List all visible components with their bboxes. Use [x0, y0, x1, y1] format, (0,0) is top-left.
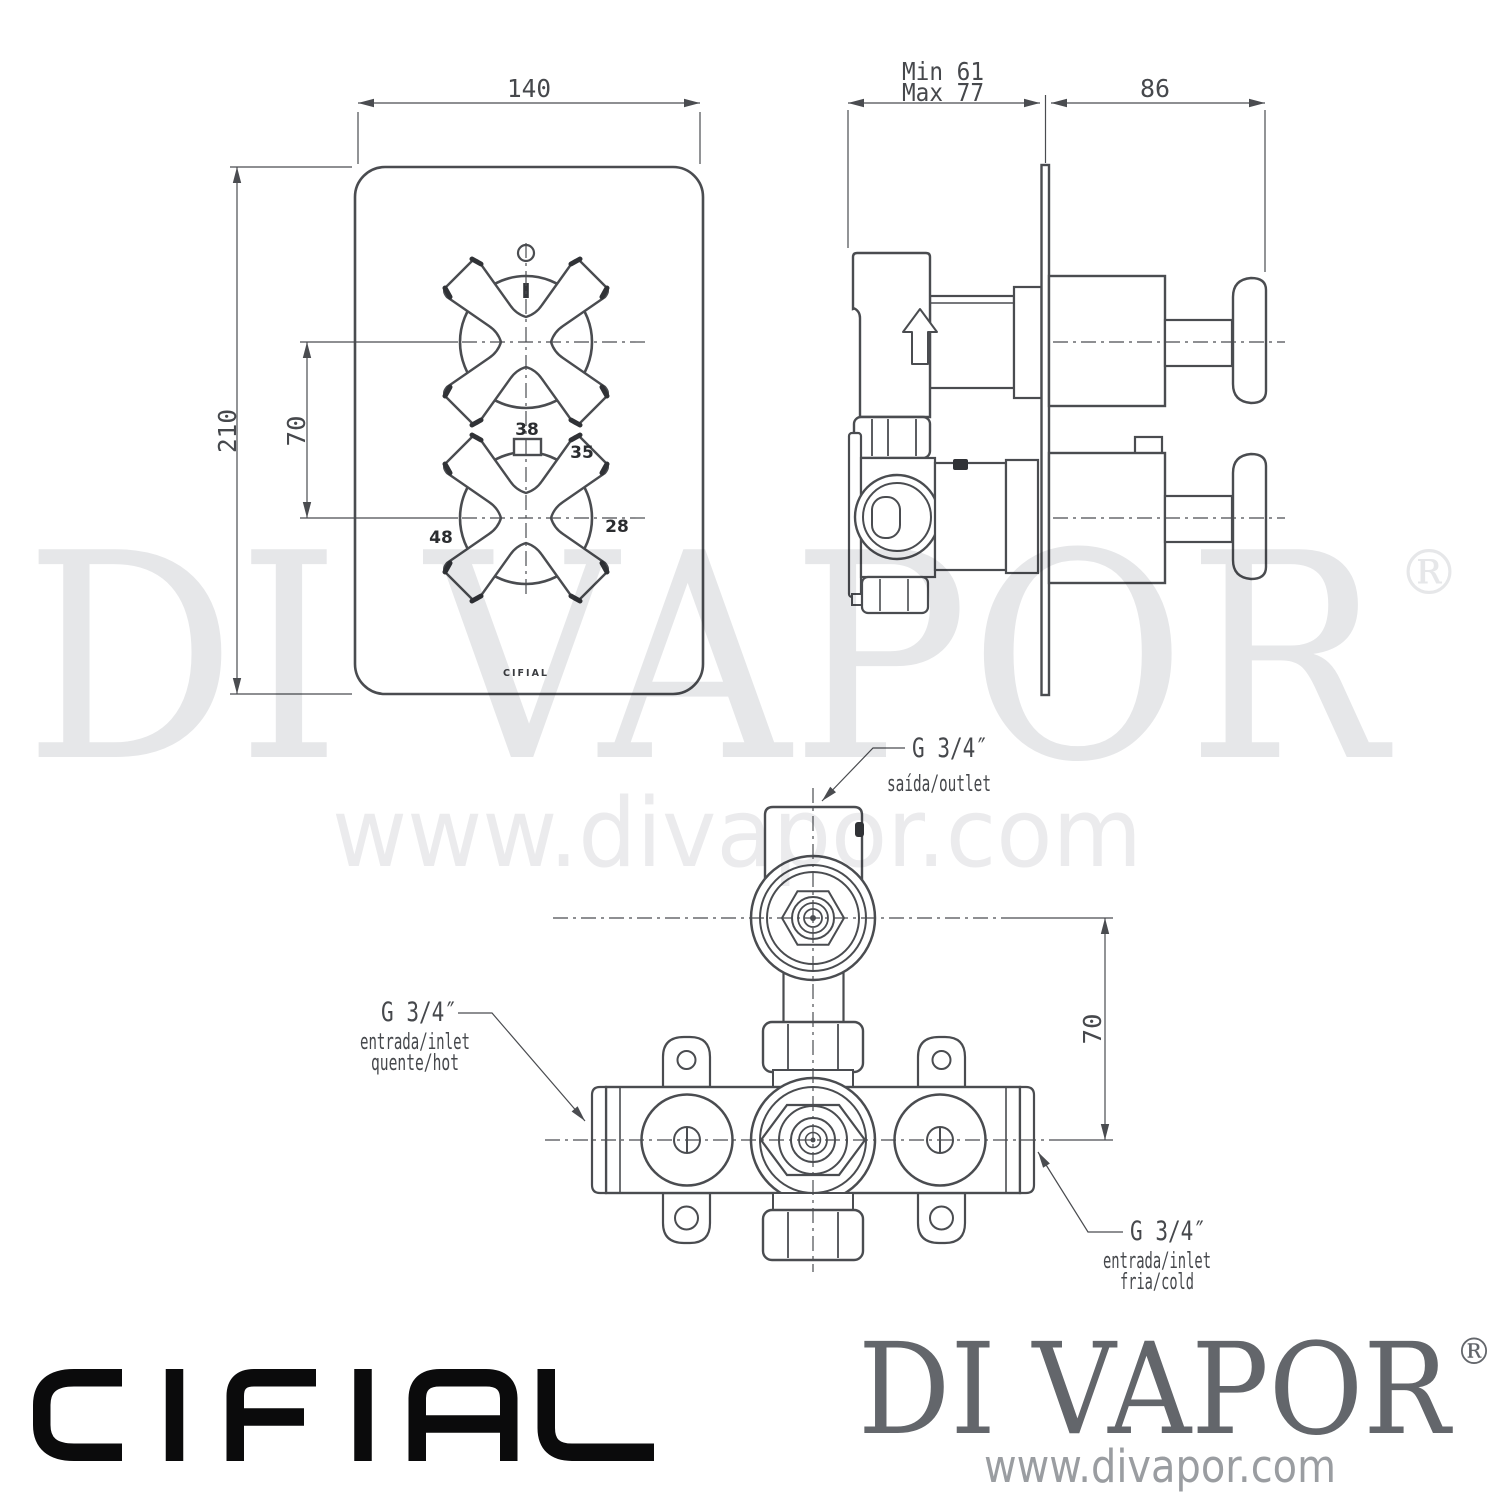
dim-port-spacing-70	[1100, 918, 1110, 1140]
dim-spacing-70	[300, 341, 458, 519]
side-centerlines	[1053, 341, 1285, 519]
dim-height-label: 210	[213, 409, 242, 453]
cold-thread-label: G 3/4″	[1130, 1216, 1206, 1247]
faceplate-side	[1040, 163, 1051, 697]
temp-38: 38	[515, 420, 539, 440]
hot-inlet-label-1: entrada/inlet	[360, 1030, 470, 1055]
dim-recess-max-label: Max 77	[902, 78, 984, 107]
hot-inlet-label-2: quente/hot	[371, 1051, 459, 1076]
union-nut-upper	[852, 415, 932, 460]
bottom-view: 70 G 3/4″ saída/outlet G 3/4″ entrada/in…	[360, 733, 1211, 1295]
temp-48: 48	[429, 528, 453, 548]
handle-index-mark	[523, 283, 529, 298]
side-handles	[1047, 274, 1268, 585]
temp-28: 28	[605, 517, 629, 537]
faceplate	[353, 165, 705, 696]
outlet-thread-label: G 3/4″	[912, 733, 988, 764]
divapor-url: www.divapor.com	[984, 1440, 1336, 1493]
temp-35: 35	[570, 443, 594, 463]
dim-width-140	[357, 98, 701, 164]
cifial-logo	[33, 1369, 654, 1461]
cold-inlet-leader	[1037, 1151, 1123, 1233]
cold-inlet-label-1: entrada/inlet	[1103, 1249, 1211, 1274]
cold-inlet-label-2: fria/cold	[1120, 1270, 1194, 1295]
hot-inlet-leader	[458, 1012, 586, 1122]
dim-height-210	[230, 166, 352, 695]
front-centerlines	[462, 243, 650, 594]
footer: DI VAPOR ® www.divapor.com	[33, 1316, 1492, 1493]
flow-direction-arrow-icon	[902, 308, 938, 365]
hot-inlet-port	[590, 1085, 608, 1195]
dim-recess-min-label: Min 61	[902, 57, 984, 86]
side-view: Min 61 Max 77 86	[847, 57, 1285, 697]
mounting-ears	[661, 1035, 967, 1245]
outlet-leader	[821, 747, 905, 802]
handle-tip-chamfers	[442, 256, 610, 428]
union-nut-lower	[860, 575, 930, 615]
inwall-body	[847, 251, 1043, 615]
dim-recess	[847, 95, 1266, 272]
set-screw	[953, 459, 968, 470]
dim-spacing-label: 70	[282, 416, 311, 447]
temperature-scale: 38 35 28 48	[429, 420, 629, 548]
outlet-name-label: saída/outlet	[887, 772, 991, 797]
dim-width-label: 140	[507, 74, 551, 103]
dim-port-spacing-label: 70	[1078, 1014, 1107, 1045]
front-view: 140 210 70	[213, 74, 705, 696]
temp-stop-tab	[512, 437, 543, 457]
divapor-logo-reg: ®	[1456, 1332, 1492, 1373]
dim-protrusion-label: 86	[1140, 74, 1170, 103]
divapor-logo: DI VAPOR	[858, 1316, 1453, 1463]
handle-tip-chamfers	[442, 432, 610, 604]
plate-brand-label: CIFIAL	[503, 668, 549, 679]
hot-thread-label: G 3/4″	[381, 997, 457, 1028]
bottom-centerlines	[545, 788, 1113, 1272]
